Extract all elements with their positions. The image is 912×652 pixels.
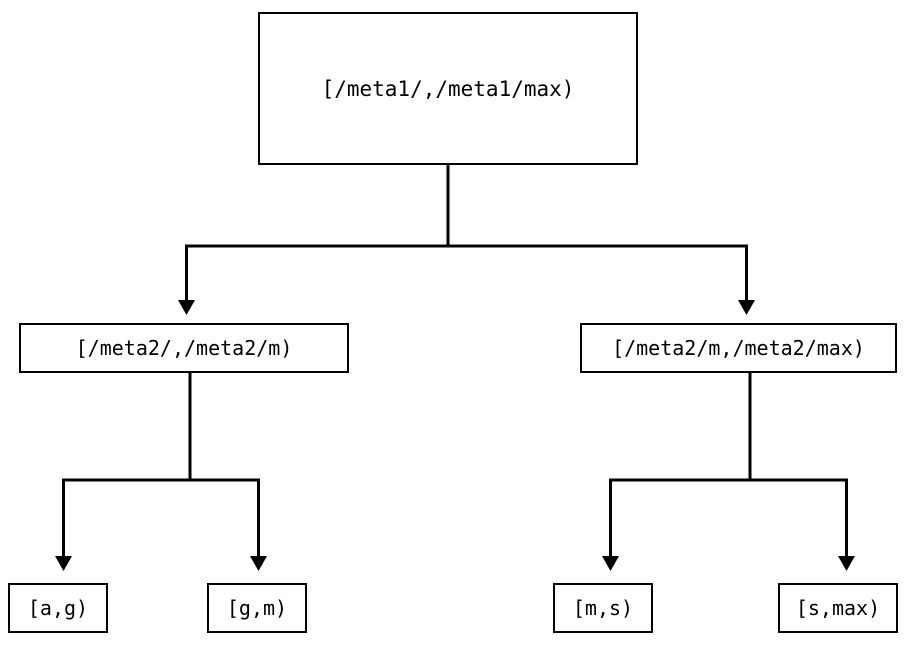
- edge-mid-left-to-leaf-g-m: [250, 480, 267, 571]
- node-root[interactable]: [/meta1/,/meta1/max): [258, 12, 638, 165]
- node-mid-left-label: [/meta2/,/meta2/m): [75, 336, 293, 360]
- edge-mid-right-to-leaf-m-s: [602, 373, 848, 571]
- node-leaf-m-s[interactable]: [m,s): [553, 583, 653, 633]
- edge-mid-right-to-leaf-s-max: [838, 480, 855, 571]
- node-leaf-g-m[interactable]: [g,m): [207, 583, 307, 633]
- edge-root-to-mid-left: [178, 165, 748, 315]
- node-leaf-m-s-label: [m,s): [572, 596, 634, 620]
- node-leaf-s-max-label: [s,max): [795, 596, 881, 620]
- node-mid-right[interactable]: [/meta2/m,/meta2/max): [580, 323, 897, 373]
- edge-mid-left-to-leaf-a-g: [55, 373, 260, 571]
- node-root-label: [/meta1/,/meta1/max): [321, 76, 575, 101]
- node-mid-right-label: [/meta2/m,/meta2/max): [612, 336, 865, 360]
- node-leaf-a-g-label: [a,g): [27, 596, 89, 620]
- node-leaf-g-m-label: [g,m): [226, 596, 288, 620]
- node-mid-left[interactable]: [/meta2/,/meta2/m): [19, 323, 349, 373]
- node-leaf-a-g[interactable]: [a,g): [8, 583, 108, 633]
- node-leaf-s-max[interactable]: [s,max): [778, 583, 898, 633]
- edge-root-to-mid-right: [738, 246, 755, 315]
